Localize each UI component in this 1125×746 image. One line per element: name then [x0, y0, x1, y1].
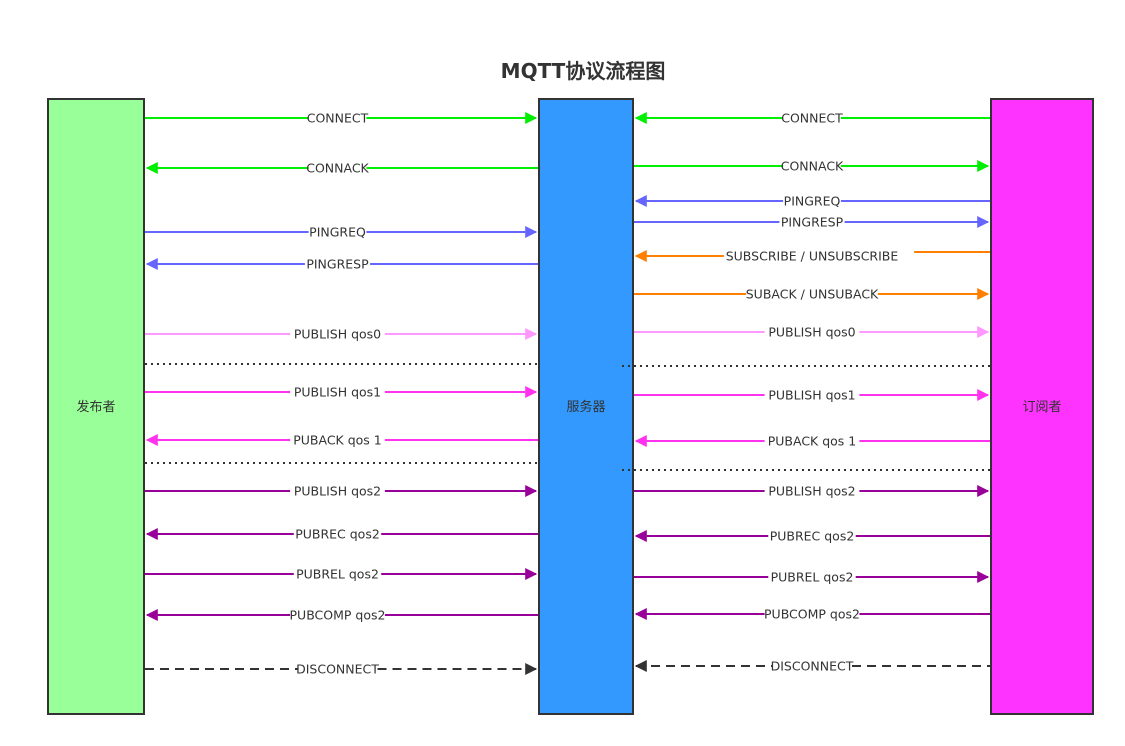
- server-subscriber-message-puback-qos-1: PUBACK qos 1: [634, 434, 990, 449]
- diagram-title: MQTT协议流程图: [500, 59, 666, 83]
- lane-publisher: 发布者: [47, 98, 145, 715]
- lane-box-publisher: [47, 98, 145, 715]
- lane-server: 服务器: [538, 98, 634, 715]
- message-label: PUBREL qos2: [296, 567, 379, 582]
- publisher-server-message-disconnect: DISCONNECT: [145, 662, 538, 677]
- message-label: PUBLISH qos2: [768, 484, 855, 499]
- message-label: DISCONNECT: [296, 662, 379, 677]
- message-label: PUBLISH qos0: [294, 327, 381, 342]
- message-label: PUBREC qos2: [295, 527, 380, 542]
- message-label: CONNACK: [781, 159, 844, 174]
- message-label: CONNACK: [306, 161, 369, 176]
- publisher-server-message-pubrec-qos2: PUBREC qos2: [145, 527, 538, 542]
- message-label: PUBLISH qos0: [768, 325, 855, 340]
- message-label: PUBCOMP qos2: [764, 607, 860, 622]
- publisher-server-message-puback-qos-1: PUBACK qos 1: [145, 433, 538, 448]
- server-subscriber-message-pubrel-qos2: PUBREL qos2: [634, 570, 990, 585]
- publisher-server-message-pingreq: PINGREQ: [145, 225, 538, 240]
- message-label: PUBACK qos 1: [293, 433, 382, 448]
- publisher-server-message-publish-qos2: PUBLISH qos2: [145, 484, 538, 499]
- server-subscriber-message-pubcomp-qos2: PUBCOMP qos2: [634, 607, 990, 622]
- lane-box-server: [538, 98, 634, 715]
- lane-label-publisher: 发布者: [76, 399, 115, 415]
- publisher-server-message-pubcomp-qos2: PUBCOMP qos2: [145, 608, 538, 623]
- publisher-server-message-connack: CONNACK: [145, 161, 538, 176]
- publisher-server-message-pingresp: PINGRESP: [145, 257, 538, 272]
- message-label: PUBCOMP qos2: [290, 608, 386, 623]
- server-subscriber-message-publish-qos1: PUBLISH qos1: [634, 388, 990, 403]
- message-label: PUBREL qos2: [771, 570, 854, 585]
- lane-label-server: 服务器: [566, 399, 605, 415]
- lane-subscriber: 订阅者: [990, 98, 1094, 715]
- message-label: PINGREQ: [784, 194, 841, 209]
- publisher-server-message-connect: CONNECT: [145, 111, 538, 126]
- publisher-server-message-publish-qos1: PUBLISH qos1: [145, 385, 538, 400]
- message-label: SUBSCRIBE / UNSUBSCRIBE: [726, 249, 899, 264]
- message-label: PUBLISH qos2: [294, 484, 381, 499]
- message-label: SUBACK / UNSUBACK: [746, 287, 879, 302]
- message-label: PINGRESP: [306, 257, 369, 272]
- publisher-server-message-publish-qos0: PUBLISH qos0: [145, 327, 538, 342]
- message-label: CONNECT: [307, 111, 369, 126]
- server-subscriber-message-pingreq: PINGREQ: [634, 194, 990, 209]
- lane-box-subscriber: [990, 98, 1094, 715]
- server-subscriber-message-connack: CONNACK: [634, 159, 990, 174]
- lane-label-subscriber: 订阅者: [1022, 400, 1061, 415]
- message-label: PUBREC qos2: [770, 529, 855, 544]
- message-label: PUBACK qos 1: [768, 434, 857, 449]
- server-subscriber-message-pingresp: PINGRESP: [634, 215, 990, 230]
- messages-layer: CONNECT CONNACK PINGREQ PINGRESP PUBLISH qos…: [145, 111, 990, 677]
- message-label: PUBLISH qos1: [294, 385, 381, 400]
- lanes-layer: 发布者 服务器 订阅者: [47, 98, 1094, 715]
- message-label: PINGRESP: [781, 215, 844, 230]
- server-subscriber-message-publish-qos2: PUBLISH qos2: [634, 484, 990, 499]
- message-label: PUBLISH qos1: [768, 388, 855, 403]
- message-label: CONNECT: [781, 111, 843, 126]
- message-label: PINGREQ: [309, 225, 366, 240]
- server-subscriber-message-suback-unsuback: SUBACK / UNSUBACK: [634, 287, 990, 302]
- server-subscriber-message-connect: CONNECT: [634, 111, 990, 126]
- server-subscriber-message-subscribe-unsubscribe: SUBSCRIBE / UNSUBSCRIBE: [634, 249, 990, 264]
- server-subscriber-message-disconnect: DISCONNECT: [634, 659, 990, 674]
- server-subscriber-message-publish-qos0: PUBLISH qos0: [634, 325, 990, 340]
- message-label: DISCONNECT: [771, 659, 854, 674]
- publisher-server-message-pubrel-qos2: PUBREL qos2: [145, 567, 538, 582]
- server-subscriber-message-pubrec-qos2: PUBREC qos2: [634, 529, 990, 544]
